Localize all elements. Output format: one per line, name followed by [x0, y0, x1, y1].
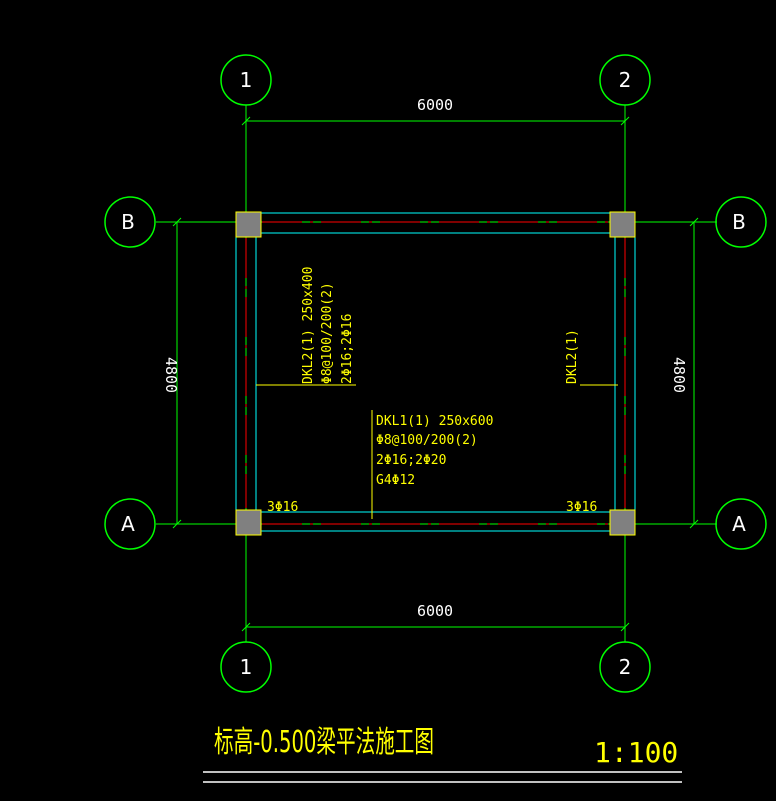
grid-label-2-bottom: 2 [619, 655, 632, 679]
dimension-left: 4800 [162, 357, 180, 393]
beam-center-lines [245, 221, 626, 525]
dkl2-left-label: DKL2(1) 250x400 Φ8@100/200(2) 2Φ16;2Φ16 [301, 267, 355, 384]
beam-edges [235, 212, 636, 532]
grid-bubble-2-top [599, 54, 651, 106]
dkl1-line-1: DKL1(1) 250x600 [376, 414, 493, 429]
grid-bubble-b-left [104, 196, 156, 248]
dkl2-left-line-2: Φ8@100/200(2) [320, 282, 335, 384]
dimension-bottom: 6000 [417, 602, 453, 620]
dkl1-line-3: 2Φ16;2Φ20 [376, 453, 446, 468]
dkl2-right-line-1: DKL2(1) [565, 329, 580, 384]
grid-bubble-a-left [104, 498, 156, 550]
column-b2 [609, 211, 636, 238]
grid-bubble-a-right [715, 498, 767, 550]
columns [235, 211, 636, 536]
grid-bubbles [104, 54, 767, 693]
grid-bubble-b-right [715, 196, 767, 248]
grid-label-a-left: A [121, 512, 135, 536]
dkl1-line-4: G4Φ12 [376, 473, 415, 488]
dkl2-right-label: DKL2(1) [565, 329, 580, 384]
dkl2-left-line-3: 2Φ16;2Φ16 [340, 314, 355, 384]
dimension-lines [172, 116, 699, 632]
dimension-right: 4800 [670, 357, 688, 393]
beam-outer-edge [235, 212, 636, 532]
grid-label-2-top: 2 [619, 68, 632, 92]
grid-label-b-left: B [121, 210, 135, 234]
column-a2 [609, 509, 636, 536]
grid-label-1-top: 1 [240, 68, 253, 92]
column-a1 [235, 509, 262, 536]
annotation-leaders [256, 384, 618, 519]
drawing-scale: 1:100 [594, 736, 678, 769]
drawing-title: 标高-0.500梁平法施工图 [214, 725, 434, 760]
grid-bubble-1-top [220, 54, 272, 106]
dkl1-line-2: Φ8@100/200(2) [376, 433, 478, 448]
grid-label-1-bottom: 1 [240, 655, 253, 679]
dkl2-left-line-1: DKL2(1) 250x400 [301, 267, 316, 384]
beam-inner-edge [255, 232, 616, 513]
grid-bubble-2-bottom [599, 641, 651, 693]
rebar-label-bottom-left: 3Φ16 [267, 500, 298, 515]
rebar-label-bottom-right: 3Φ16 [566, 500, 597, 515]
dkl1-label: DKL1(1) 250x600 Φ8@100/200(2) 2Φ16;2Φ20 … [376, 414, 493, 488]
column-b1 [235, 211, 262, 238]
grid-label-b-right: B [732, 210, 746, 234]
grid-bubble-1-bottom [220, 641, 272, 693]
dimension-top: 6000 [417, 96, 453, 114]
grid-label-a-right: A [732, 512, 746, 536]
